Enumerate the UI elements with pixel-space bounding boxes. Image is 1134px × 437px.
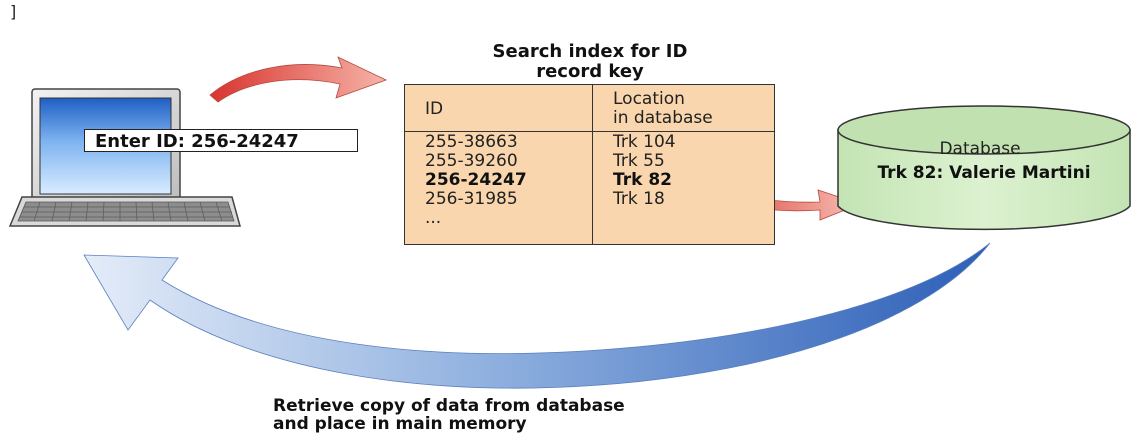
database-cylinder-body [837, 129, 1131, 231]
table-row-id: 256-31985 [425, 189, 518, 209]
lookup-arrow-body [209, 56, 388, 103]
database-cylinder-top [837, 105, 1131, 155]
header-location-line-2: in database [613, 108, 713, 128]
keyboard-keys [17, 201, 235, 222]
retrieve-caption-line-1: Retrieve copy of data from database [273, 396, 625, 416]
table-column-divider [592, 85, 593, 244]
database-record: Trk 82: Valerie Martini [877, 163, 1091, 183]
table-row-ellipsis: ... [425, 208, 442, 228]
database-label: Database [939, 139, 1021, 159]
header-id: ID [425, 99, 444, 119]
header-location-line-1: Location [613, 89, 685, 109]
lookup-arrow [209, 56, 388, 103]
table-row-location: Trk 55 [613, 151, 665, 171]
index-title-line-2: record key [536, 61, 644, 82]
table-header-divider [405, 131, 774, 132]
retrieve-arrow [83, 242, 991, 389]
id-entry-field[interactable]: Enter ID: 256-24247 [84, 129, 358, 152]
stray-mark: ] [10, 2, 17, 21]
header-location: Location in database [613, 90, 713, 128]
table-row-location: Trk 18 [613, 189, 665, 209]
table-row-id-highlighted: 256-24247 [425, 170, 527, 190]
index-title: Search index for ID record key [440, 42, 740, 82]
keyboard-key-grid [20, 201, 233, 222]
index-table: ID Location in database 255-38663 255-39… [404, 84, 775, 245]
database-cylinder-icon [837, 105, 1131, 231]
location-column: Trk 104 Trk 55 Trk 82 Trk 18 [613, 133, 676, 209]
table-row-id: 255-39260 [425, 151, 518, 171]
table-row-location-highlighted: Trk 82 [613, 170, 672, 190]
id-column: 255-38663 255-39260 256-24247 256-31985 … [425, 133, 527, 228]
retrieve-caption: Retrieve copy of data from database and … [273, 397, 625, 433]
retrieve-arrow-body [83, 242, 991, 389]
retrieve-caption-line-2: and place in main memory [273, 414, 527, 434]
keyboard-icon [8, 196, 241, 227]
table-row-id: 255-38663 [425, 132, 518, 152]
index-title-line-1: Search index for ID [492, 41, 688, 62]
table-row-location: Trk 104 [613, 132, 676, 152]
